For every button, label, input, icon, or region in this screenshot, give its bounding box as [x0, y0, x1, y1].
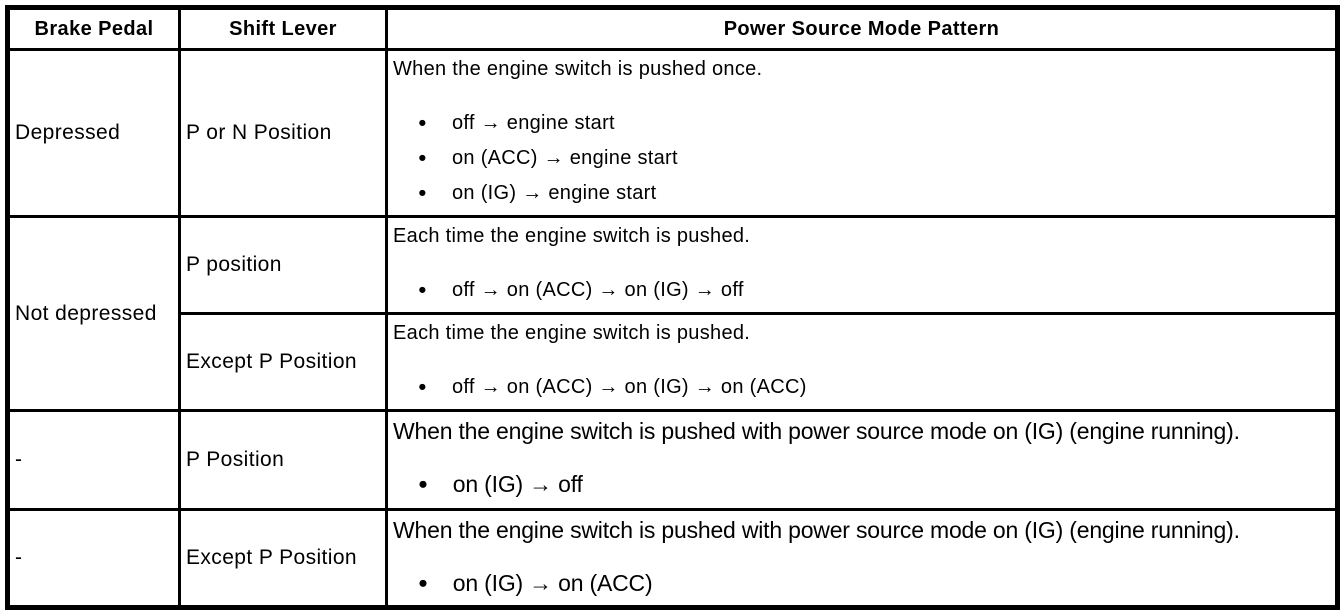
list-item: off → engine start	[393, 106, 1331, 141]
brake-pedal-cell: -	[6, 508, 181, 609]
list-item-text: on (IG) → engine start	[452, 182, 657, 204]
list-item-text: off → on (ACC) → on (IG) → on (ACC)	[452, 376, 807, 398]
table-row: Depressed P or N Position When the engin…	[6, 48, 1339, 218]
brake-pedal-cell: -	[6, 409, 181, 511]
shift-lever-cell: Except P Position	[178, 312, 388, 412]
shift-lever-cell: P Position	[178, 409, 388, 511]
shift-lever-cell: Except P Position	[178, 508, 388, 609]
table-header-row: Brake Pedal Shift Lever Power Source Mod…	[6, 6, 1339, 51]
bullet-icon	[418, 370, 452, 405]
brake-pedal-cell: Depressed	[6, 48, 181, 218]
pattern-intro: Each time the engine switch is pushed.	[393, 225, 751, 247]
list-item-text: off → engine start	[452, 112, 615, 134]
pattern-list: on (IG) → off	[393, 467, 1331, 500]
list-item: on (IG) → off	[393, 467, 1331, 500]
pattern-cell: Each time the engine switch is pushed. o…	[385, 215, 1339, 315]
pattern-list: on (IG) → on (ACC)	[393, 566, 1331, 599]
table-row: - P Position When the engine switch is p…	[6, 409, 1339, 511]
bullet-icon	[418, 141, 452, 176]
shift-lever-cell: P position	[178, 215, 388, 315]
bullet-icon	[418, 467, 453, 500]
shift-lever-cell: P or N Position	[178, 48, 388, 218]
header-shift-lever: Shift Lever	[178, 6, 388, 51]
pattern-list: off → on (ACC) → on (IG) → off	[393, 273, 1331, 308]
table-row: Not depressed P position Each time the e…	[6, 215, 1339, 412]
pattern-intro: When the engine switch is pushed with po…	[393, 418, 1240, 444]
table-row: Except P Position Each time the engine s…	[8, 312, 1339, 412]
list-item-text: on (ACC) → engine start	[452, 147, 678, 169]
power-source-mode-table: Brake Pedal Shift Lever Power Source Mod…	[5, 5, 1340, 610]
list-item: off → on (ACC) → on (IG) → on (ACC)	[393, 370, 1331, 405]
list-item: on (IG) → engine start	[393, 176, 1331, 211]
pattern-cell: Each time the engine switch is pushed. o…	[385, 312, 1339, 412]
pattern-cell: When the engine switch is pushed with po…	[385, 409, 1339, 511]
list-item-text: on (IG) → on (ACC)	[452, 569, 653, 596]
pattern-intro: When the engine switch is pushed once.	[393, 58, 763, 80]
pattern-intro: When the engine switch is pushed with po…	[393, 517, 1240, 543]
header-power-source-mode-pattern: Power Source Mode Pattern	[385, 6, 1339, 51]
pattern-intro: Each time the engine switch is pushed.	[393, 322, 751, 344]
brake-pedal-cell: Not depressed	[6, 215, 181, 412]
bullet-icon	[418, 176, 452, 211]
pattern-cell: When the engine switch is pushed with po…	[385, 508, 1339, 609]
list-item-text: on (IG) → off	[452, 470, 583, 497]
bullet-icon	[418, 566, 453, 599]
list-item: on (IG) → on (ACC)	[393, 566, 1331, 599]
bullet-icon	[418, 273, 452, 308]
list-item-text: off → on (ACC) → on (IG) → off	[452, 279, 744, 301]
list-item: on (ACC) → engine start	[393, 141, 1331, 176]
pattern-list: off → engine start on (ACC) → engine sta…	[393, 106, 1331, 211]
header-brake-pedal: Brake Pedal	[6, 6, 181, 51]
pattern-list: off → on (ACC) → on (IG) → on (ACC)	[393, 370, 1331, 405]
list-item: off → on (ACC) → on (IG) → off	[393, 273, 1331, 308]
bullet-icon	[418, 106, 452, 141]
table-row: - Except P Position When the engine swit…	[6, 508, 1339, 609]
pattern-cell: When the engine switch is pushed once. o…	[385, 48, 1339, 218]
